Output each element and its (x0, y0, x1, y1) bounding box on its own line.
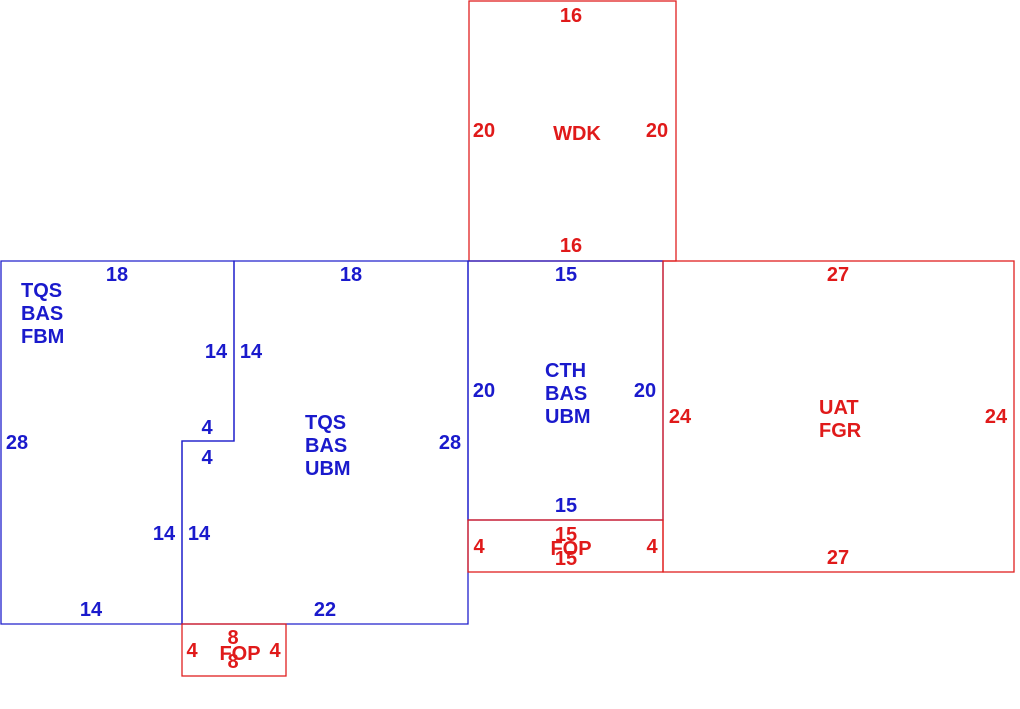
tqs-ubm-top-dimension: 18 (340, 264, 362, 286)
area-cth-label-line1: CTH (545, 360, 586, 382)
area-fop-center-outline (467, 519, 664, 573)
cth-right-dimension: 20 (634, 380, 656, 402)
area-fop-bottom-label: FOP (219, 643, 260, 665)
uat-bottom-dimension: 27 (827, 547, 849, 569)
fop-bottom-right-dimension: 4 (269, 640, 281, 662)
area-fop-center: 15 15 FOP 4 4 (467, 519, 664, 573)
wdk-right-dimension: 20 (646, 120, 668, 142)
area-cth-label-line3: UBM (545, 406, 591, 428)
fop-center-top-dimension: 15 (555, 524, 577, 546)
area-uat-label-line1: UAT (819, 397, 859, 419)
area-wdk-label: WDK (553, 123, 601, 145)
cth-bottom-dimension: 15 (555, 495, 577, 517)
tqs-ubm-bottom-dimension: 22 (314, 599, 336, 621)
tqs-fbm-left-dimension: 28 (6, 432, 28, 454)
fop-bottom-top-dimension: 8 (227, 627, 238, 649)
wdk-bottom-dimension: 16 (560, 235, 582, 257)
area-tqs-fbm-label-line2: BAS (21, 303, 63, 325)
area-uat: UAT FGR 27 27 24 24 (662, 260, 1015, 573)
tqs-fbm-notch-upper-dimension: 14 (205, 341, 228, 363)
fop-center-bottom-dimension: 15 (555, 548, 577, 570)
area-tqs-fbm-label-line1: TQS (21, 280, 62, 302)
area-cth-label-line2: BAS (545, 383, 587, 405)
uat-left-dimension: 24 (669, 406, 692, 428)
cth-top-dimension: 15 (555, 264, 577, 286)
fop-center-left-dimension: 4 (473, 536, 485, 558)
fop-bottom-bottom-dimension: 8 (227, 651, 238, 673)
area-tqs-ubm-label-line1: TQS (305, 412, 346, 434)
tqs-ubm-notch-upper-dimension: 14 (240, 341, 263, 363)
wdk-top-dimension: 16 (560, 5, 582, 27)
tqs-ubm-notch-lower-dimension: 14 (188, 523, 211, 545)
area-tqs-ubm-label-line3: UBM (305, 458, 351, 480)
tqs-ubm-notch-step-dimension: 4 (201, 447, 213, 469)
fop-bottom-left-dimension: 4 (186, 640, 198, 662)
cth-left-dimension: 20 (473, 380, 495, 402)
area-tqs-ubm-label-line2: BAS (305, 435, 347, 457)
area-fop-bottom-outline (181, 623, 287, 677)
fop-center-right-dimension: 4 (646, 536, 658, 558)
area-fop-bottom: 8 8 FOP 4 4 (181, 623, 287, 677)
tqs-ubm-right-dimension: 28 (439, 432, 461, 454)
area-wdk: WDK 16 16 20 20 (468, 0, 677, 262)
area-uat-label-line2: FGR (819, 420, 862, 442)
area-tqs-ubm: TQS BAS UBM 18 28 22 14 4 14 (181, 260, 469, 625)
area-cth: CTH BAS UBM 15 15 20 20 (467, 260, 664, 521)
tqs-fbm-notch-lower-dimension: 14 (153, 523, 176, 545)
area-uat-outline (662, 260, 1015, 573)
uat-right-dimension: 24 (985, 406, 1008, 428)
uat-top-dimension: 27 (827, 264, 849, 286)
area-fop-center-label: FOP (550, 538, 591, 560)
area-tqs-fbm: TQS BAS FBM 18 28 14 14 4 14 (0, 260, 235, 625)
tqs-fbm-notch-step-dimension: 4 (201, 417, 213, 439)
wdk-left-dimension: 20 (473, 120, 495, 142)
area-tqs-fbm-label-line3: FBM (21, 326, 64, 348)
tqs-fbm-bottom-dimension: 14 (80, 599, 103, 621)
tqs-fbm-top-dimension: 18 (106, 264, 128, 286)
